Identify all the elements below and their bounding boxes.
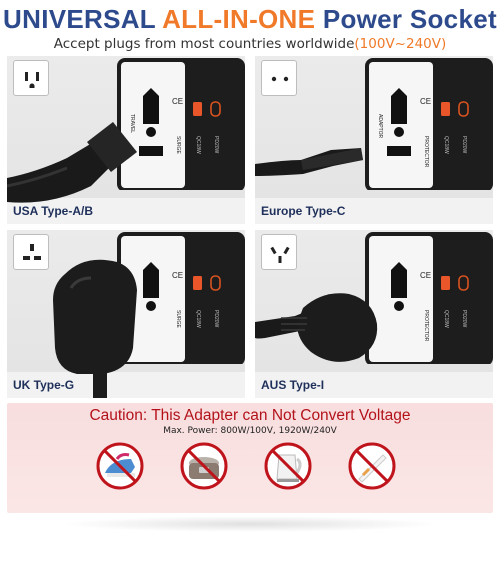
svg-text:CE: CE bbox=[172, 97, 183, 106]
svg-text:PD20W: PD20W bbox=[213, 310, 219, 328]
usa-plug bbox=[7, 122, 137, 203]
svg-text:ADAPTOR: ADAPTOR bbox=[377, 114, 383, 138]
page-title: UNIVERSAL ALL-IN-ONE Power Socket bbox=[0, 4, 500, 34]
svg-text:PROTECTOR: PROTECTOR bbox=[423, 310, 429, 342]
panel-label-uk: UK Type-G bbox=[13, 378, 75, 392]
adapter-aus: CE PROTECTOR QC18W PD20W bbox=[365, 232, 493, 364]
uk-plug bbox=[53, 259, 137, 398]
panel-label-usa: USA Type-A/B bbox=[13, 204, 94, 218]
aus-plug bbox=[255, 293, 378, 362]
max-power: Max. Power: 800W/100V, 1920W/240V bbox=[163, 426, 337, 436]
title-power-socket: Power Socket bbox=[322, 4, 497, 34]
no-iron-icon bbox=[96, 442, 144, 490]
subtitle: Accept plugs from most countries worldwi… bbox=[0, 35, 500, 53]
title-universal: UNIVERSAL bbox=[3, 4, 156, 34]
aus-socket-icon bbox=[261, 234, 297, 270]
adapter-europe: CE ADAPTOR PROTECTOR QC18W PD20W bbox=[365, 58, 493, 190]
bottom-shadow bbox=[60, 516, 440, 532]
no-kettle-icon bbox=[264, 442, 312, 490]
panel-uk: CE SURGE QC18W PD20W UK Type-G bbox=[7, 230, 245, 398]
title-all-in-one: ALL-IN-ONE bbox=[162, 4, 316, 34]
svg-text:PD20W: PD20W bbox=[461, 310, 467, 328]
adapter-usa: CE TRAVEL SURGE QC18W PD20W bbox=[117, 58, 245, 190]
svg-text:QC18W: QC18W bbox=[443, 310, 449, 328]
panel-label-europe: Europe Type-C bbox=[261, 204, 346, 218]
svg-text:SURGE: SURGE bbox=[175, 136, 181, 154]
svg-text:PROTECTOR: PROTECTOR bbox=[423, 136, 429, 168]
no-rice-cooker-icon bbox=[180, 442, 228, 490]
svg-text:CE: CE bbox=[420, 271, 431, 280]
europe-socket-icon bbox=[261, 60, 297, 96]
svg-text:CE: CE bbox=[172, 271, 183, 280]
panel-usa: CE TRAVEL SURGE QC18W PD20W USA Type-A/B bbox=[7, 56, 245, 224]
adapter-uk: CE SURGE QC18W PD20W bbox=[117, 232, 245, 364]
svg-text:TRAVEL: TRAVEL bbox=[129, 114, 135, 133]
caution-title: Caution: This Adapter can Not Convert Vo… bbox=[89, 407, 411, 424]
voltage-range: (100V~240V) bbox=[354, 36, 447, 52]
caution-banner: Caution: This Adapter can Not Convert Vo… bbox=[7, 403, 493, 513]
no-hair-straightener-icon bbox=[348, 442, 396, 490]
panel-label-aus: AUS Type-I bbox=[261, 378, 325, 392]
europe-plug bbox=[255, 148, 363, 176]
panel-aus: CE PROTECTOR QC18W PD20W AUS Type-I bbox=[255, 230, 493, 398]
svg-text:QC18W: QC18W bbox=[195, 136, 201, 154]
panel-europe: CE ADAPTOR PROTECTOR QC18W PD20W Europe … bbox=[255, 56, 493, 224]
uk-socket-icon bbox=[13, 234, 49, 270]
header: UNIVERSAL ALL-IN-ONE Power Socket Accept… bbox=[0, 4, 500, 53]
svg-text:CE: CE bbox=[420, 97, 431, 106]
svg-text:PD20W: PD20W bbox=[461, 136, 467, 154]
subtitle-text: Accept plugs from most countries worldwi… bbox=[53, 36, 355, 52]
svg-text:PD20W: PD20W bbox=[213, 136, 219, 154]
svg-text:QC18W: QC18W bbox=[443, 136, 449, 154]
svg-text:QC18W: QC18W bbox=[195, 310, 201, 328]
svg-text:SURGE: SURGE bbox=[175, 310, 181, 328]
usa-socket-icon bbox=[13, 60, 49, 96]
